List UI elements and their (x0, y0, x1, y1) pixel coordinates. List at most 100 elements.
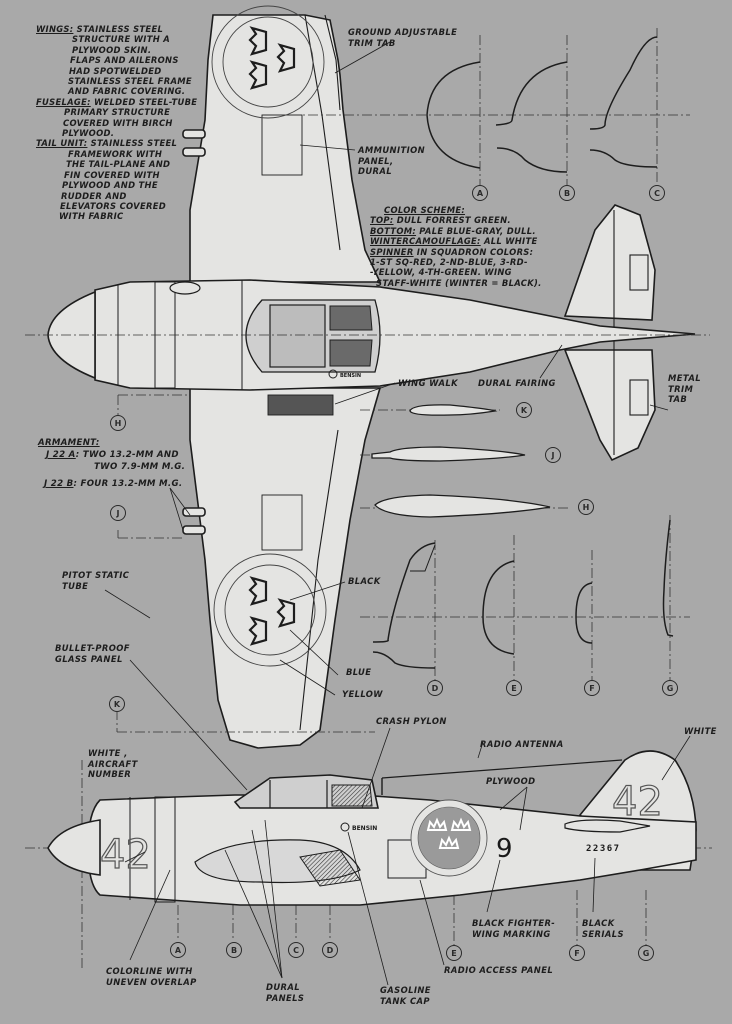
section-marker-j: J (110, 505, 126, 521)
section-marker-g: G (662, 680, 678, 696)
side-marker-a: A (170, 942, 186, 958)
callout-plywood: PLYWOOD (486, 776, 536, 786)
callout-line: WING MARKING (472, 928, 551, 939)
note-tail-unit: TAIL UNIT: STAINLESS STEEL (36, 138, 197, 148)
note-key: WINTERCAMOUFLAGE: (370, 236, 481, 247)
callout-line: PANEL, (358, 155, 394, 166)
section-marker-e: E (506, 680, 522, 696)
callout-line: UNEVEN OVERLAP (106, 976, 197, 987)
upper-tailplane (563, 204, 656, 321)
note-key: SPINNER (370, 246, 414, 257)
side-marker-c: C (288, 942, 304, 958)
callout-line: TRIM (668, 383, 694, 394)
note-line: FIN COVERED WITH (64, 169, 160, 180)
note-line: ELEVATORS COVERED (60, 200, 166, 211)
section-marker-c: C (649, 185, 665, 201)
armament-model: J 22 B (44, 479, 74, 489)
gun-port-1 (182, 147, 206, 157)
callout-black: BLACK (348, 576, 381, 586)
note-wings: WINGS: STAINLESS STEEL (36, 24, 197, 34)
spinner-side (47, 819, 101, 876)
note-line: STAINLESS STEEL (90, 138, 178, 149)
metal-trim-tab-upper (629, 254, 649, 291)
note-key: BOTTOM: (370, 225, 417, 236)
callout-line: NUMBER (88, 769, 132, 779)
section-marker-b: B (559, 185, 575, 201)
cowl-gills-side (154, 796, 176, 903)
profile-G (662, 519, 674, 637)
profile-E (482, 560, 515, 655)
callout-line: TUBE (62, 580, 89, 591)
callout-line: PANELS (266, 992, 305, 1003)
note-line: PLYWOOD AND THE (62, 180, 158, 191)
side-marker-b: B (226, 942, 242, 958)
profile-D (372, 542, 436, 669)
callout-line: AIRCRAFT (88, 758, 138, 769)
fuel-label-side: BENSIN (352, 825, 377, 832)
airfoil-J (371, 446, 526, 462)
fuel-cap-top (328, 369, 338, 379)
note-key: FUSELAGE: (36, 96, 91, 107)
note-line: HAD SPOTWELDED (69, 65, 162, 76)
callout-line: AMMUNITION (358, 145, 426, 155)
callout-line: TAB (668, 394, 688, 404)
note-key: TOP: (370, 215, 394, 226)
callout-line: GROUND ADJUSTABLE (348, 27, 458, 37)
callout-radio-antenna: RADIO ANTENNA (480, 739, 564, 749)
section-marker-f: F (584, 680, 600, 696)
airfoil-marker-j: J (545, 447, 561, 463)
note-line: WELDED STEEL-TUBE (93, 96, 198, 107)
section-profiles-bottom (372, 519, 674, 669)
serial-number: 22367 (586, 844, 621, 854)
armament-model: J 22 A (46, 450, 76, 460)
callout-fighter-wing-marking: BLACK FIGHTER-WING MARKING (472, 918, 555, 939)
callout-line: TRIM TAB (348, 37, 396, 48)
gun-port-2 (182, 129, 206, 139)
note-line: STAINLESS STEEL (76, 24, 164, 34)
note-line: STAFF-WHITE (WINTER = BLACK). (376, 277, 542, 288)
note-line: TWO 7.9-MM M.G. (94, 462, 186, 472)
three-crowns-side (426, 817, 472, 849)
armament-heading: ARMAMENT: (38, 438, 100, 448)
note-line: RUDDER AND (61, 190, 127, 201)
color-scheme-heading: COLOR SCHEME: (384, 205, 466, 215)
note-line: PLYWOOD. (62, 128, 115, 139)
gun-port-3 (182, 507, 206, 517)
note-line: FLAPS AND AILERONS (70, 55, 179, 66)
section-marker-k: K (109, 696, 125, 712)
airfoil-marker-k: K (516, 402, 532, 418)
callout-line: TANK CAP (380, 995, 430, 1006)
callout-line: BULLET-PROOF (55, 643, 130, 653)
callout-line: PITOT STATIC (62, 570, 130, 580)
top-view (47, 5, 696, 749)
note-line: -YELLOW, 4-TH-GREEN. WING (370, 267, 512, 278)
aircraft-number-nose: 42 (100, 832, 151, 878)
callout-white-tail: WHITE (684, 726, 717, 736)
note-line: IN SQUADRON COLORS: (416, 246, 534, 257)
lower-aileron (299, 429, 339, 731)
callout-line: BLACK (582, 918, 615, 928)
note-line: THE TAIL-PLANE AND (66, 159, 171, 170)
section-marker-a: A (472, 185, 488, 201)
side-marker-e: E (446, 945, 462, 961)
airfoil-marker-h: H (578, 499, 594, 515)
fighter-wing-number: 9 (496, 834, 513, 864)
profile-F (575, 582, 593, 644)
callout-radio-access-panel: RADIO ACCESS PANEL (444, 965, 554, 975)
note-line: PRIMARY STRUCTURE (64, 107, 171, 118)
side-marker-g: G (638, 945, 654, 961)
section-marker-d: D (427, 680, 443, 696)
aircraft-number-tail: 42 (612, 779, 663, 825)
note-line: FRAMEWORK WITH (68, 148, 163, 159)
airfoil-H (374, 494, 551, 518)
side-view (47, 750, 697, 906)
fuselage-top (94, 279, 696, 391)
roundel-upper (211, 5, 325, 119)
airfoil-K (409, 404, 498, 416)
